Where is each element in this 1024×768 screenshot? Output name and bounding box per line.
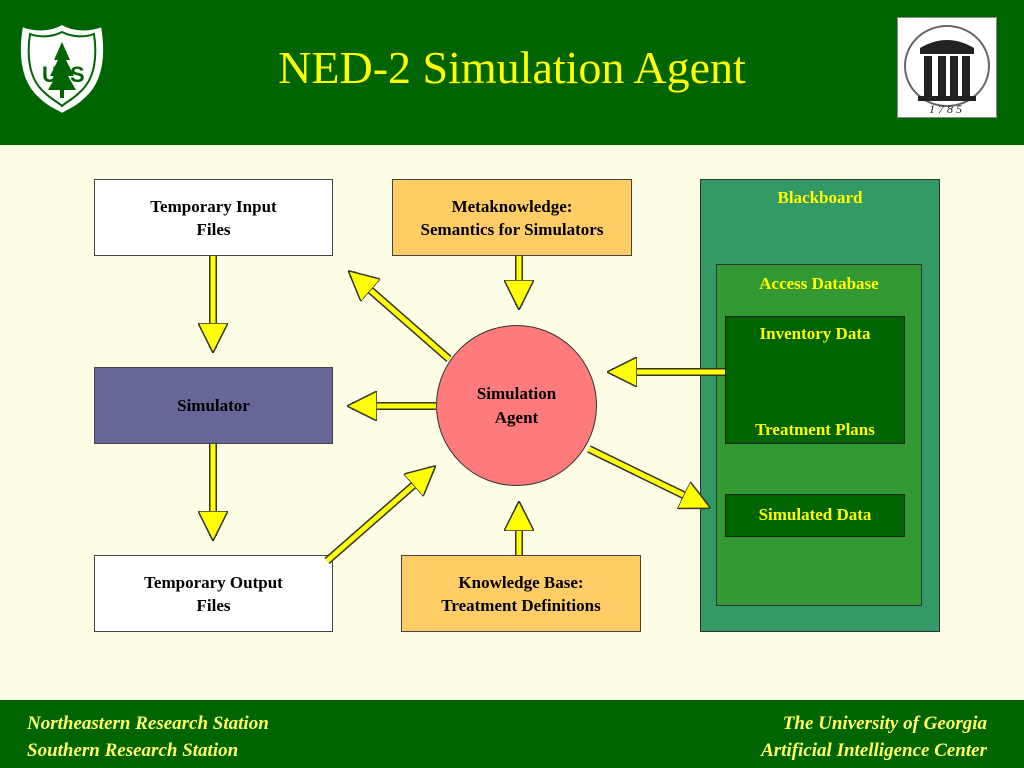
blackboard-label: Blackboard	[777, 188, 863, 207]
simulated-data-label: Simulated Data	[758, 505, 872, 524]
forest-service-logo: U S	[18, 22, 106, 116]
page-title: NED-2 Simulation Agent	[278, 42, 746, 93]
metaknowledge-box: Metaknowledge: Semantics for Simulators	[392, 179, 632, 256]
simulator-box: Simulator	[94, 367, 333, 444]
treatment-plans-label: Treatment Plans	[755, 420, 875, 439]
footer-left-line1: Northeastern Research Station	[27, 713, 269, 734]
arch-icon: 1785	[904, 25, 990, 116]
simulation-agent-label: Simulation Agent	[476, 383, 557, 427]
arrow-agent-to-input	[352, 274, 451, 361]
arrow-output-to-agent	[325, 469, 432, 563]
arrow-agent-to-simulated	[587, 446, 706, 506]
inventory-data-label: Inventory Data	[759, 324, 871, 343]
inventory-treatment-box: Inventory Data Treatment Plans	[725, 316, 905, 444]
knowledge-base-box: Knowledge Base: Treatment Definitions	[401, 555, 641, 632]
simulator-label: Simulator	[177, 396, 250, 415]
metaknowledge-label: Metaknowledge: Semantics for Simulators	[420, 196, 604, 239]
svg-text:S: S	[70, 62, 85, 87]
header-bar: U S NED-2 Simulation Agent 1785	[0, 0, 1024, 145]
university-logo: 1785	[897, 17, 997, 118]
footer-right-line1: The University of Georgia	[782, 713, 987, 734]
logo-year: 1785	[929, 102, 965, 116]
svg-text:U: U	[42, 62, 58, 87]
temporary-output-files-label: Temporary Output Files	[144, 572, 283, 615]
simulated-data-box: Simulated Data	[725, 494, 905, 537]
knowledge-base-label: Knowledge Base: Treatment Definitions	[441, 572, 601, 615]
access-database-label: Access Database	[759, 274, 879, 293]
temporary-input-files-box: Temporary Input Files	[94, 179, 333, 256]
temporary-input-files-label: Temporary Input Files	[150, 196, 277, 239]
footer-right-line2: Artificial Intelligence Center	[761, 740, 987, 761]
simulation-agent-node: Simulation Agent	[436, 325, 597, 486]
footer-bar: Northeastern Research Station Southern R…	[0, 700, 1024, 768]
temporary-output-files-box: Temporary Output Files	[94, 555, 333, 632]
footer-left-line2: Southern Research Station	[27, 740, 239, 761]
